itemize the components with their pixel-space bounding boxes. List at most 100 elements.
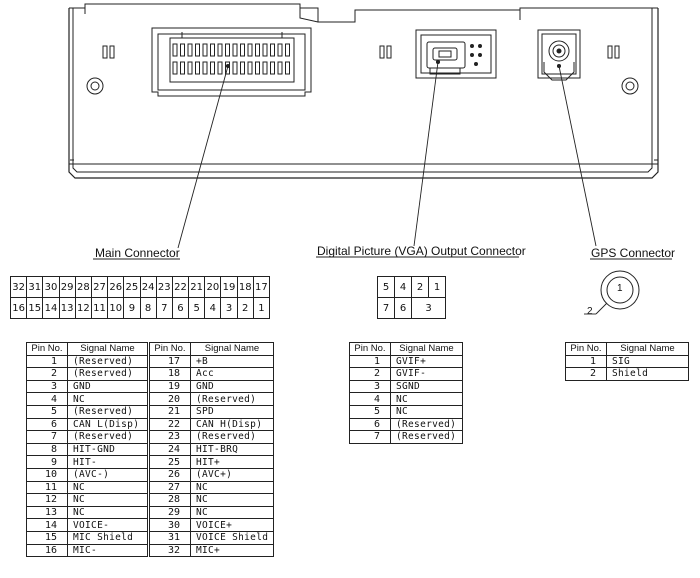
main-pin-cell: 6 — [171, 297, 190, 319]
vga-connector-label: Digital Picture (VGA) Output Connector — [317, 244, 526, 258]
pin-number: 10 — [26, 467, 68, 482]
main-signal-row: 1(Reserved) — [26, 354, 148, 369]
signal-name: MIC- — [67, 543, 148, 558]
gps-pin-2-label: 2 — [587, 306, 593, 317]
connector-pin — [202, 61, 208, 75]
connector-pin — [210, 61, 215, 75]
pin-number: 7 — [349, 430, 391, 444]
pin-number: 21 — [149, 404, 191, 419]
signal-name: HIT- — [67, 455, 148, 469]
connector-pin — [187, 43, 193, 57]
signal-name: GVIF- — [390, 367, 463, 381]
signal-name: NC — [67, 392, 148, 406]
signal-name: GVIF+ — [390, 354, 463, 369]
main-pin-cell: 31 — [26, 276, 44, 298]
pin-number: 32 — [149, 543, 191, 558]
pin-number: 19 — [149, 379, 191, 394]
signal-name: GND — [67, 379, 148, 394]
signal-name: MIC Shield — [67, 530, 148, 545]
main-pin-cell: 25 — [123, 276, 141, 298]
signal-name: NC — [190, 480, 274, 495]
connector-pin — [195, 43, 200, 57]
signal-name: NC — [67, 505, 148, 520]
pin-number: 20 — [149, 392, 191, 406]
signal-name: (Reserved) — [390, 430, 463, 444]
connector-pin — [270, 43, 275, 57]
signal-name-header: Signal Name — [67, 342, 148, 356]
pin-number: 26 — [149, 467, 191, 482]
connector-pin — [187, 61, 193, 75]
signal-name: (AVC+) — [190, 467, 274, 482]
vga-pin: 4 — [394, 276, 412, 298]
signal-name: GND — [190, 379, 274, 394]
vga-pin: 2 — [411, 276, 429, 298]
pin-number: 22 — [149, 417, 191, 432]
pin-number: 11 — [26, 480, 68, 495]
signal-name: HIT-BRQ — [190, 442, 274, 457]
pin-number: 9 — [26, 455, 68, 469]
main-pin-cell: 1 — [252, 297, 271, 319]
connector-pin — [247, 43, 253, 57]
unit-rear-panel-drawing — [68, 3, 672, 260]
main-signal-row: 10(AVC-) — [26, 467, 148, 482]
signal-name: (AVC-) — [67, 467, 148, 482]
signal-name: (Reserved) — [190, 430, 274, 444]
main-pin-cell: 2 — [236, 297, 254, 319]
pin-number: 12 — [26, 493, 68, 507]
main-signal-table-left: Pin No. Signal Name 1(Reserved)2(Reserve… — [26, 342, 148, 558]
main-signal-row: 5(Reserved) — [26, 404, 148, 419]
main-pin-cell: 21 — [188, 276, 206, 298]
pin-number: 30 — [149, 518, 191, 532]
gps-pin-symbol — [584, 270, 640, 315]
connector-pin — [202, 43, 208, 57]
connector-pin — [247, 61, 253, 75]
signal-name: SGND — [390, 379, 463, 394]
vga-pin: 3 — [411, 297, 446, 319]
pin-number: 25 — [149, 455, 191, 469]
main-pin-cell: 11 — [90, 297, 109, 319]
pin-number: 2 — [565, 367, 607, 381]
pin-number: 6 — [26, 417, 68, 432]
main-pin-cell: 19 — [220, 276, 238, 298]
connector-pin — [210, 43, 215, 57]
connector-pin — [232, 61, 238, 75]
pin-number: 17 — [149, 354, 191, 369]
main-pin-cell: 13 — [58, 297, 76, 319]
pin-number: 2 — [26, 367, 68, 381]
pin-number: 2 — [349, 367, 391, 381]
connector-pin — [270, 61, 275, 75]
connector-pin — [262, 61, 268, 75]
pin-number: 3 — [26, 379, 68, 394]
connector-pin — [240, 61, 245, 75]
signal-name: NC — [390, 404, 463, 419]
signal-name: VOICE- — [67, 518, 148, 532]
vga-connector-pin-grid: 5 4 2 1 7 6 3 — [377, 276, 446, 319]
signal-name: (Reserved) — [67, 367, 148, 381]
main-pin-cell: 28 — [74, 276, 92, 298]
main-signal-row: 7(Reserved) — [26, 430, 148, 444]
main-connector-housing — [151, 27, 312, 97]
connector-pin — [255, 61, 260, 75]
signal-name-header: Signal Name — [606, 342, 689, 356]
main-pin-cell: 8 — [139, 297, 157, 319]
pin-number: 8 — [26, 442, 68, 457]
pin-no-header: Pin No. — [349, 342, 391, 356]
pin-number: 1 — [349, 354, 391, 369]
